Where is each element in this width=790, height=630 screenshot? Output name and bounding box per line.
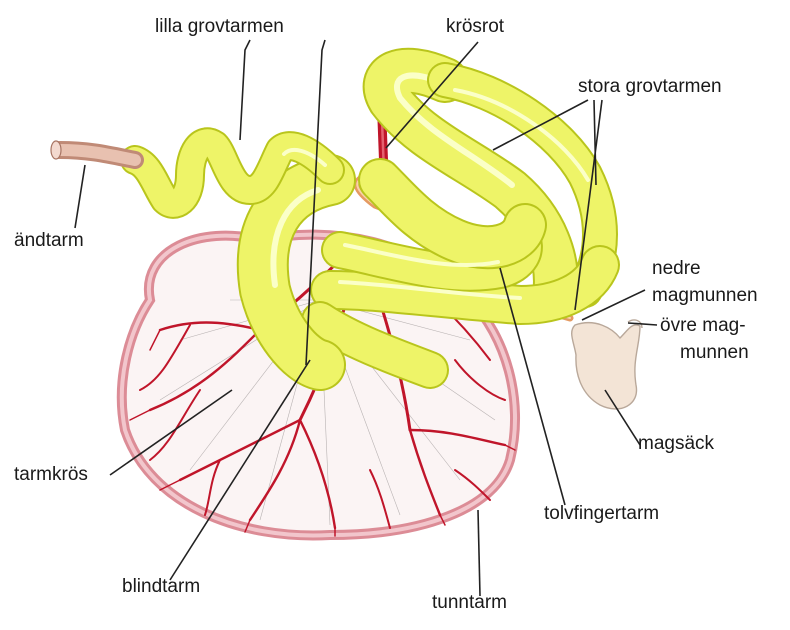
stomach <box>572 323 640 409</box>
label-andtarm: ändtarm <box>14 230 84 252</box>
label-krosrot: krösrot <box>446 16 504 38</box>
label-lilla-grovtarmen: lilla grovtarmen <box>155 16 284 38</box>
label-magsack: magsäck <box>638 433 714 455</box>
label-nedre-magmunnen-1: nedre <box>652 258 701 280</box>
rectum-opening <box>51 141 61 159</box>
label-tolvfingertarm: tolvfingertarm <box>544 503 659 525</box>
label-tarmkros: tarmkrös <box>14 464 88 486</box>
label-blindtarm: blindtarm <box>122 576 200 598</box>
label-stora-grovtarmen: stora grovtarmen <box>578 76 722 98</box>
label-ovre-magmunnen-1: övre mag- <box>660 315 746 337</box>
label-ovre-magmunnen-2: munnen <box>680 342 749 364</box>
label-nedre-magmunnen-2: magmunnen <box>652 285 758 307</box>
label-tunntarm: tunntarm <box>432 592 507 614</box>
